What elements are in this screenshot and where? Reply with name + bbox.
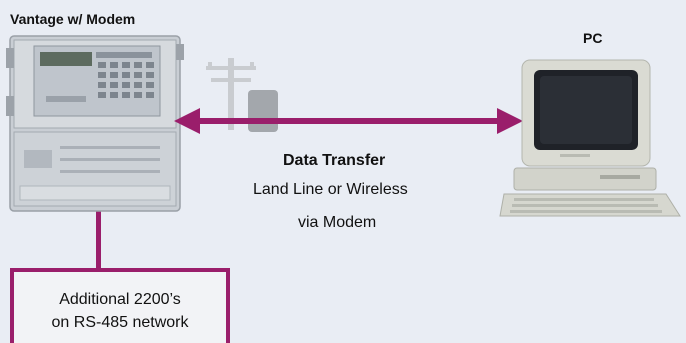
telephone-pole-icon bbox=[206, 58, 256, 130]
network-box: Additional 2200’s on RS-485 network bbox=[10, 268, 230, 343]
network-label-line1: Additional 2200’s bbox=[59, 291, 181, 308]
data-transfer-title: Data Transfer bbox=[283, 152, 386, 169]
pc-title: PC bbox=[583, 30, 603, 46]
modem-box-icon bbox=[248, 90, 278, 132]
network-label-line2: on RS-485 network bbox=[51, 314, 189, 331]
double-arrow bbox=[174, 108, 523, 134]
desktop-computer-icon bbox=[499, 59, 681, 217]
data-transfer-line2: via Modem bbox=[298, 214, 377, 231]
network-connector-line bbox=[96, 205, 101, 270]
vantage-title: Vantage w/ Modem bbox=[10, 11, 136, 27]
data-transfer-line1: Land Line or Wireless bbox=[253, 181, 408, 198]
data-logger-device bbox=[6, 35, 184, 212]
